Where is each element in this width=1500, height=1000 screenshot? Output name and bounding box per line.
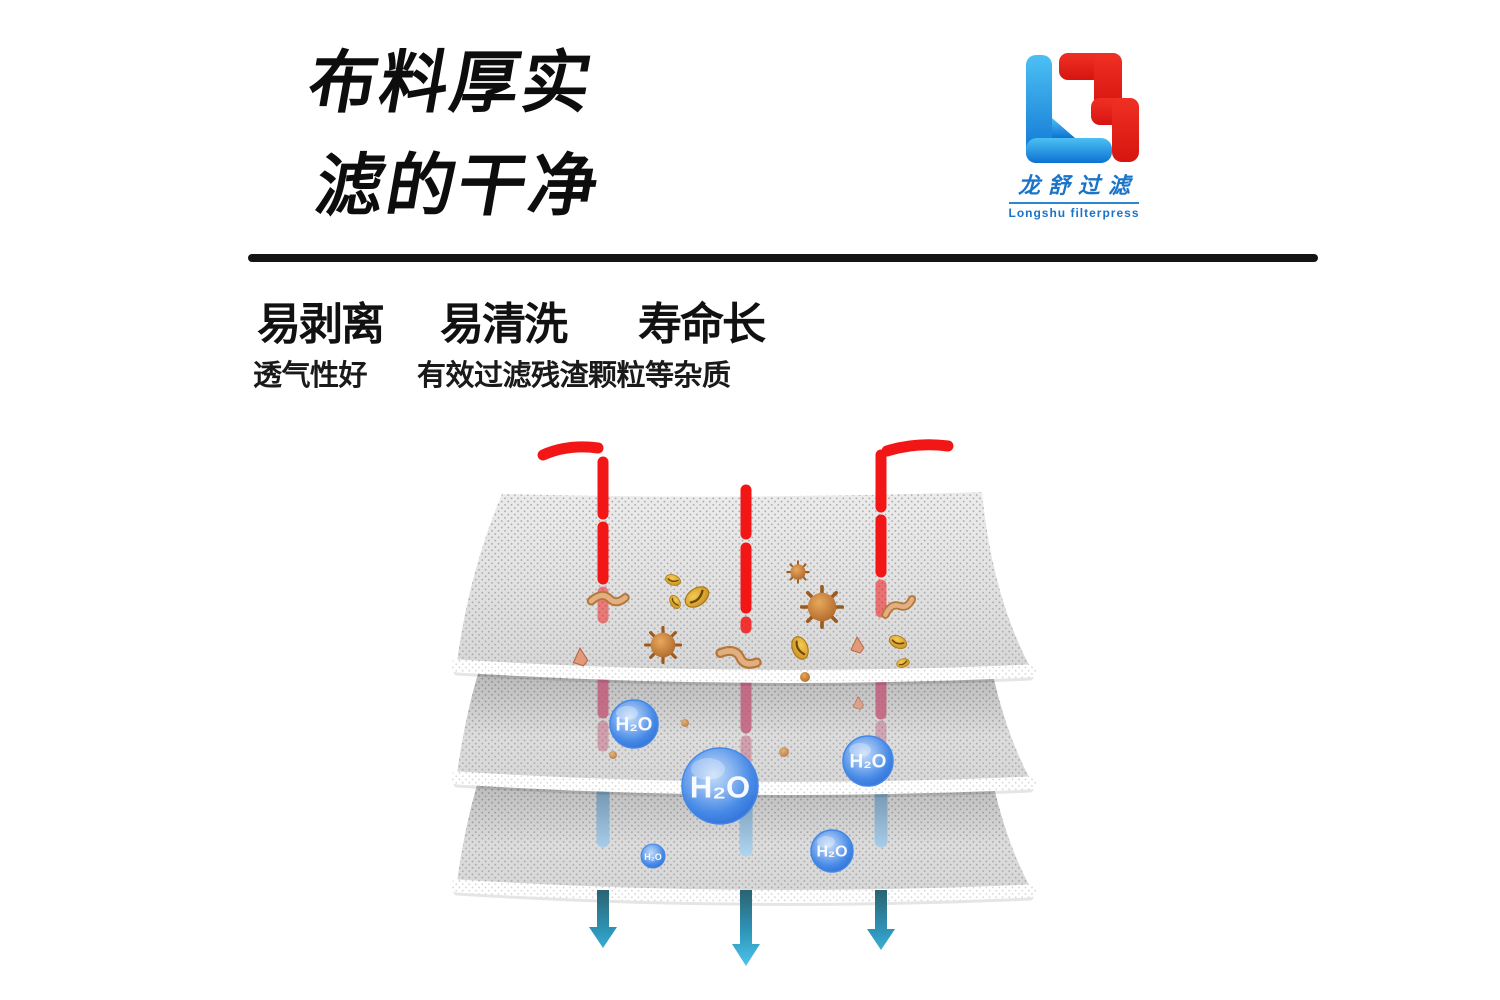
brand-name-english: Longshu filterpress bbox=[1008, 206, 1140, 220]
residue-particles-top bbox=[572, 560, 913, 682]
debris-particle bbox=[681, 719, 689, 727]
logo-letter-s bbox=[1059, 53, 1139, 162]
logo-letter-l bbox=[1026, 55, 1112, 163]
outflow-arrow bbox=[732, 890, 760, 966]
brand-name-chinese: 龙舒过滤 bbox=[1017, 173, 1138, 198]
page-title-line-1: 布料厚实 bbox=[302, 45, 601, 121]
inflow-dashed-arrows bbox=[537, 439, 954, 634]
inflow-elbow-left bbox=[537, 441, 604, 461]
debris-particle bbox=[799, 584, 845, 630]
residue-particles-middle bbox=[609, 696, 864, 759]
page-title-line-2: 滤的干净 bbox=[309, 148, 608, 224]
feature-detail-filtering: 有效过滤残渣颗粒等杂质 bbox=[417, 360, 731, 392]
filtration-diagram: H₂O H₂O H₂O H₂O H₂O bbox=[450, 439, 1037, 966]
inflow-elbow-right bbox=[881, 439, 954, 457]
debris-particle bbox=[800, 672, 810, 682]
outflow-arrow bbox=[589, 890, 617, 948]
debris-particle bbox=[779, 747, 789, 757]
outflow-arrows bbox=[589, 890, 895, 966]
brand-logo-mark-icon bbox=[1026, 53, 1139, 163]
debris-particle bbox=[643, 625, 683, 665]
svg-text:H₂O: H₂O bbox=[850, 752, 887, 773]
svg-text:H₂O: H₂O bbox=[816, 844, 847, 861]
debris-particle bbox=[609, 751, 617, 759]
logo-divider bbox=[1009, 202, 1139, 204]
brand-logo: 龙舒过滤 Longshu filterpress bbox=[1003, 45, 1145, 220]
svg-text:H₂O: H₂O bbox=[644, 852, 662, 862]
svg-text:H₂O: H₂O bbox=[616, 715, 653, 736]
water-droplet: H₂O bbox=[609, 699, 659, 749]
feature-detail-breathable: 透气性好 bbox=[253, 360, 368, 392]
feature-headline-clean: 易清洗 bbox=[440, 300, 568, 349]
water-droplet: H₂O bbox=[842, 735, 894, 787]
debris-particle bbox=[786, 560, 810, 584]
outflow-arrow bbox=[867, 890, 895, 950]
svg-text:H₂O: H₂O bbox=[690, 770, 750, 805]
section-divider bbox=[248, 254, 1318, 262]
feature-headline-peel: 易剥离 bbox=[257, 300, 385, 349]
water-droplet: H₂O bbox=[681, 747, 759, 825]
water-droplet: H₂O bbox=[640, 843, 666, 869]
water-droplet: H₂O bbox=[810, 829, 854, 873]
feature-headline-lifespan: 寿命长 bbox=[638, 300, 766, 349]
